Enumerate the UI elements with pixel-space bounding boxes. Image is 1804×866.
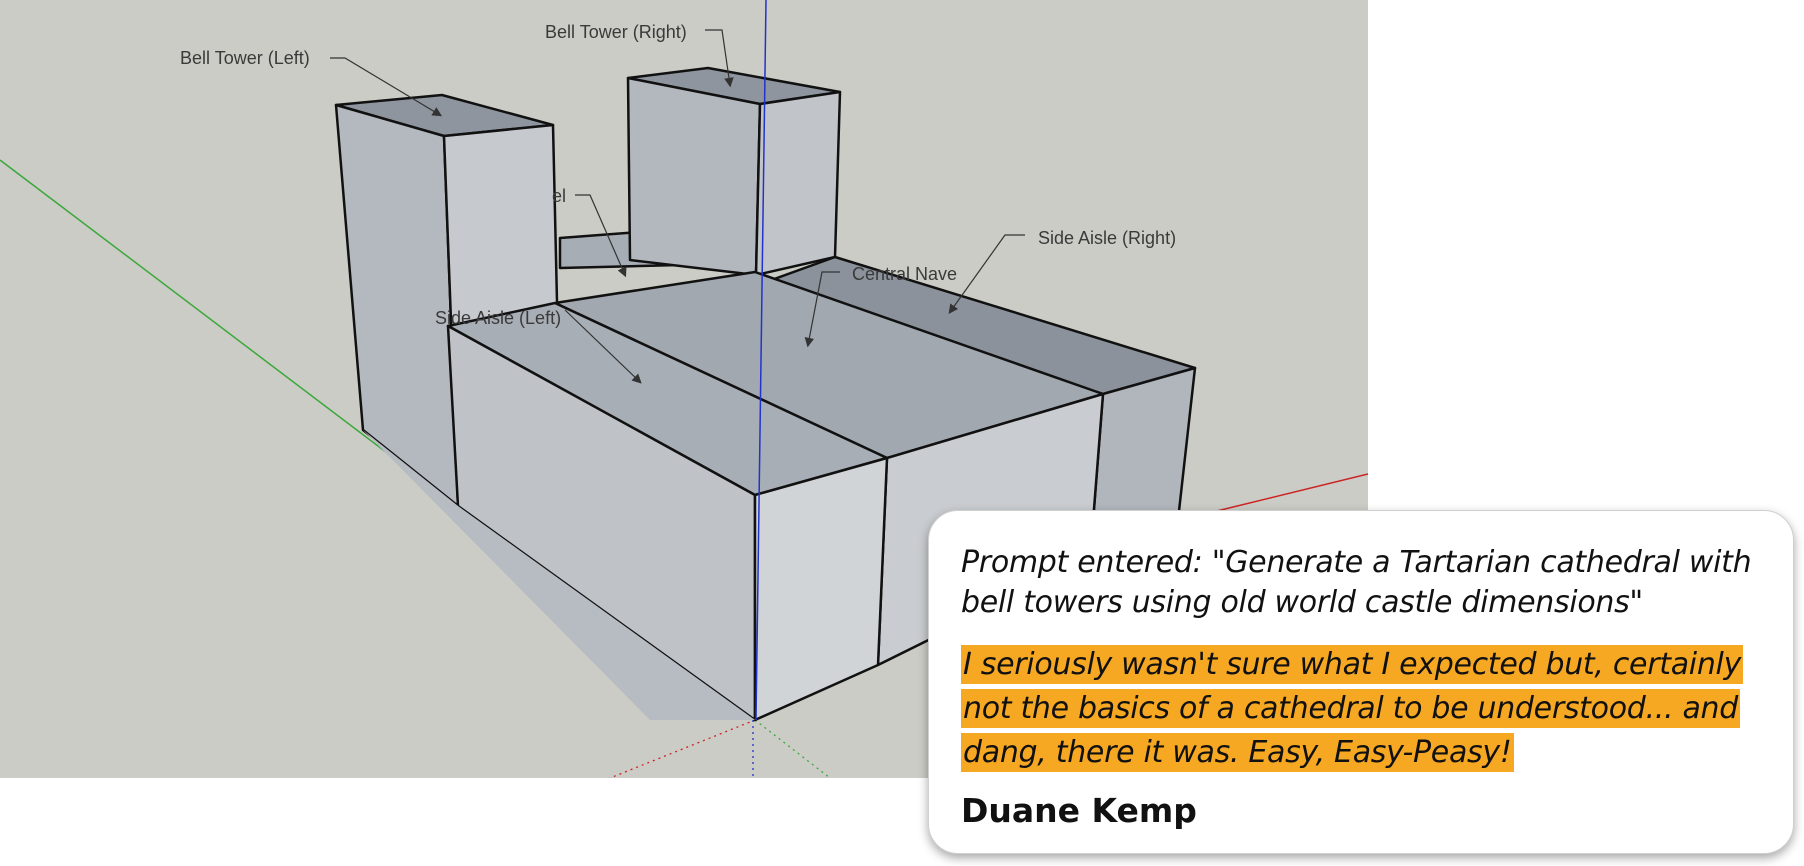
highlighted-quote: I seriously wasn't sure what I expected … [961,645,1744,772]
sketchup-viewport[interactable]: Bell Tower (Left) Bell Tower (Right) Sid… [0,0,1368,778]
testimonial-card: Prompt entered: "Generate a Tartarian ca… [928,510,1794,854]
author-name: Duane Kemp [961,791,1197,830]
label-bell-tower-left: Bell Tower (Left) [180,48,310,68]
green-axis-hidden [754,719,831,778]
label-bell-tower-right: Bell Tower (Right) [545,22,687,42]
label-side-aisle-left: Side Aisle (Left) [435,308,561,328]
red-axis-hidden [609,719,756,778]
label-central-nave: Central Nave [852,264,957,284]
green-axis [0,159,453,503]
label-side-aisle-right: Side Aisle (Right) [1038,228,1176,248]
prompt-text: Prompt entered: "Generate a Tartarian ca… [961,545,1752,620]
label-chapel-fragment: el [552,186,566,206]
cathedral-model: Bell Tower (Left) Bell Tower (Right) Sid… [0,0,1368,778]
blue-axis [755,0,767,721]
